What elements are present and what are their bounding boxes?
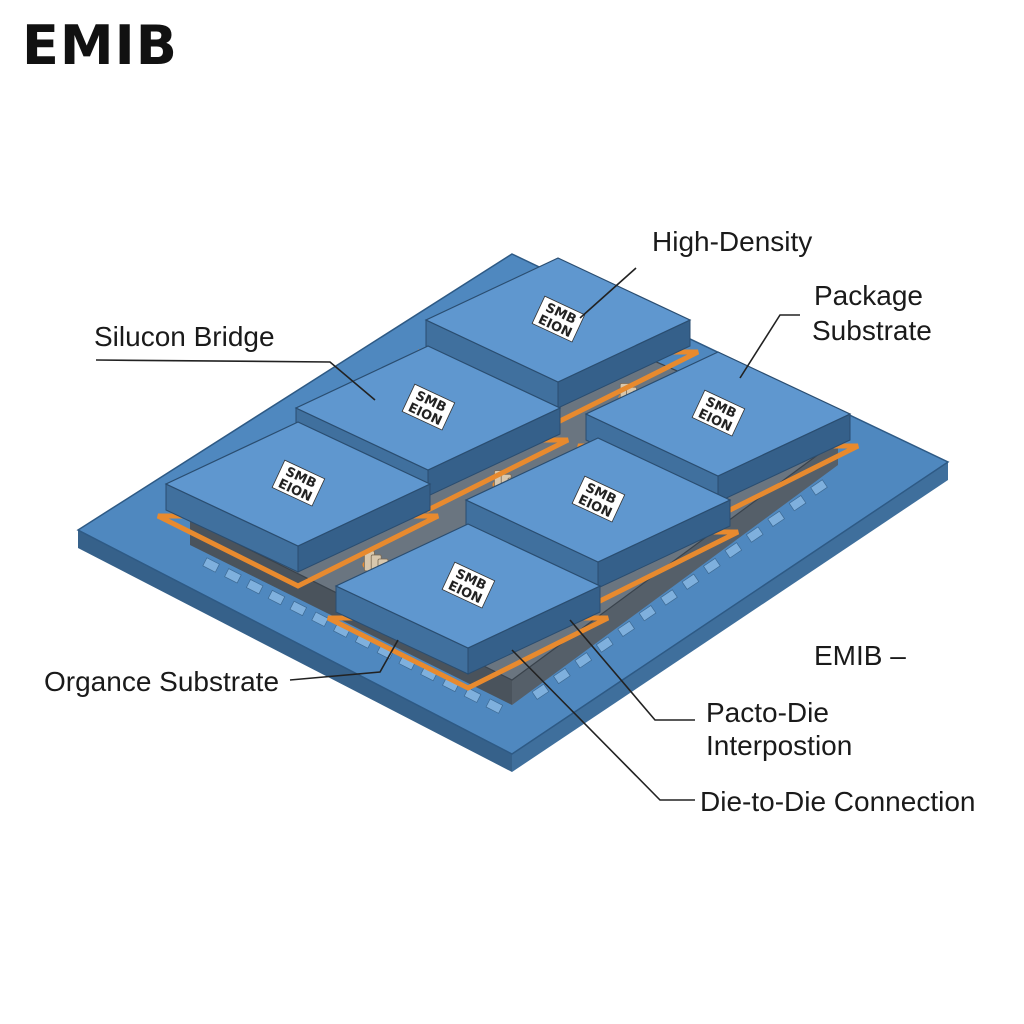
leader-organic-substrate [289,639,399,681]
callout-emib-marker: EMIB – [814,640,906,671]
edge-pad [485,698,504,714]
callout-package-substrate-line1: Package [814,280,923,311]
edge-pad [788,495,807,512]
leader-high-density [579,267,637,319]
edge-pad [574,652,593,669]
die-label-box [441,561,496,609]
edge-pad [202,557,220,573]
edge-pad [767,510,785,528]
die-label-box [271,459,326,507]
edge-pad [595,636,614,653]
substrate-side-left [78,530,512,772]
interposer-side-right [512,440,838,705]
leader-die-to-die [511,649,695,801]
callout-pacto-die-line1: Pacto-Die [706,697,829,728]
edge-pad [289,600,308,617]
edge-pad [245,579,264,595]
die-label-box [401,383,456,431]
edge-pad [638,605,657,622]
edge-pads [202,479,828,714]
die-label-box [531,295,586,343]
die-label-box [571,475,626,523]
leader-pacto-die [569,619,695,721]
edge-pad [745,526,764,543]
edge-pad [810,479,828,496]
leader-silicon-bridge [95,359,376,401]
page-title: EMIB [22,14,178,77]
edge-pad [660,589,678,606]
edge-pad [311,611,329,627]
callout-silicon-bridge: Silucon Bridge [94,321,275,352]
edge-pad [617,620,635,638]
callout-organic-substrate: Organce Substrate [44,666,279,697]
edge-pad [724,542,743,559]
edge-pad [681,573,700,590]
edge-pad [463,687,482,703]
die-label-box [691,389,746,437]
edge-pad [703,557,721,575]
edge-pad [224,568,242,584]
callout-package-substrate-line2: Substrate [812,315,932,346]
dies: SMBEIONSMBEIONSMBEIONSMBEIONSMBEIONSMBEI… [156,257,860,691]
edge-pad [553,667,571,685]
leader-package-substrate [739,314,800,379]
callouts: High-Density Package Substrate Silucon B… [44,226,975,817]
leader-lines [95,267,800,801]
edge-pad [267,589,286,606]
edge-pad [531,683,550,700]
callout-die-to-die: Die-to-Die Connection [700,786,975,817]
callout-pacto-die-line2: Interpostion [706,730,852,761]
substrate-side-right [512,462,948,772]
callout-high-density: High-Density [652,226,812,257]
